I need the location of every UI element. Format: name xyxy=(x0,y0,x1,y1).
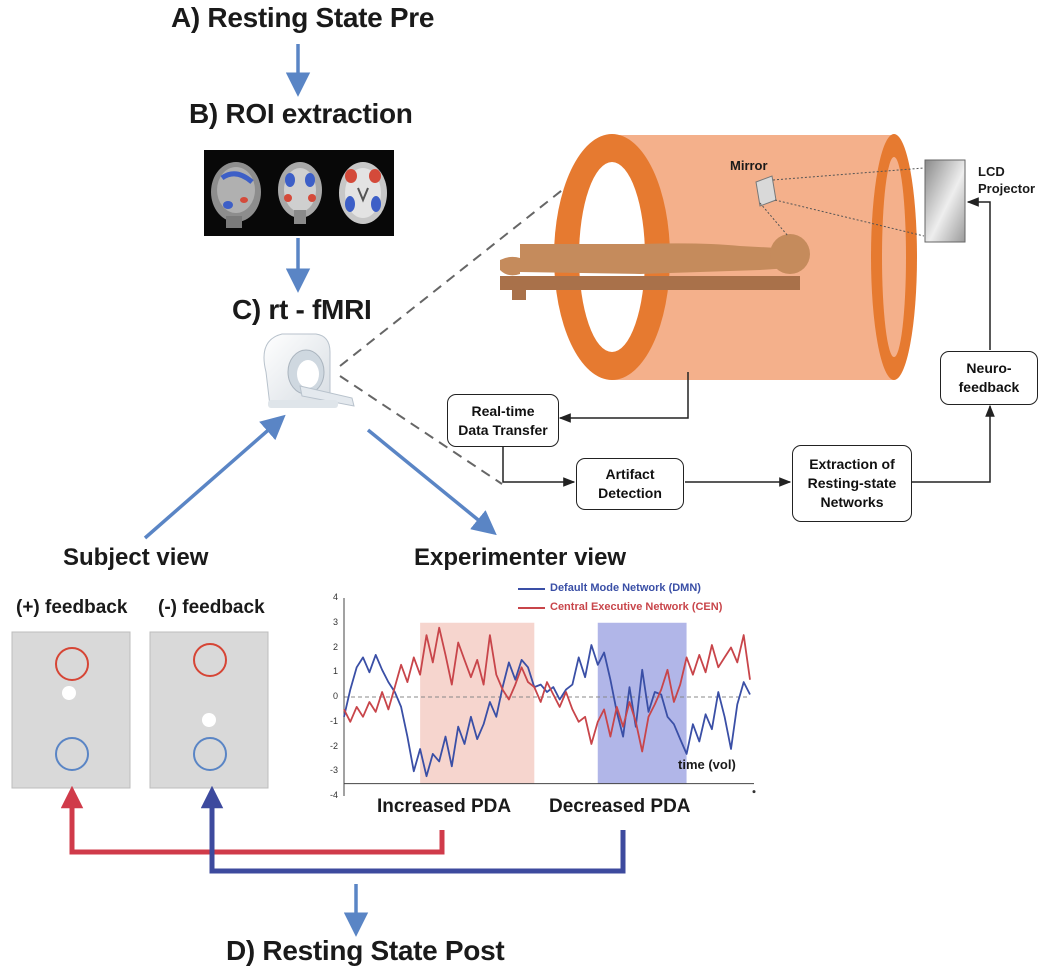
target-circle-red xyxy=(193,643,227,677)
positive-feedback-panel xyxy=(11,631,131,789)
connector-extraction-to-neuro xyxy=(912,404,995,483)
experimenter-chart xyxy=(343,588,756,796)
zoom-line-top xyxy=(339,171,586,367)
mirror-icon xyxy=(755,175,777,207)
pda-region-increased xyxy=(420,622,535,784)
mirror-label: Mirror xyxy=(730,158,768,173)
pda-label-increased: Increased PDA xyxy=(377,796,512,817)
y-tick-label: -2 xyxy=(330,740,339,751)
artifact-detection-box: Artifact Detection xyxy=(576,458,684,510)
coronal-brain-icon xyxy=(278,162,322,224)
y-tick-label: 2 xyxy=(333,641,339,652)
axial-brain-icon xyxy=(339,162,387,224)
connector-neuro-to-projector xyxy=(966,197,991,350)
feedback-line-decreased xyxy=(200,785,626,874)
step-c-label: C) rt - fMRI xyxy=(232,294,372,325)
sagittal-brain-icon xyxy=(211,162,261,228)
y-tick-label: -1 xyxy=(330,715,339,726)
roi-brain-images xyxy=(204,150,394,236)
pda-region-decreased xyxy=(597,622,687,784)
step-a-label: A) Resting State Pre xyxy=(171,2,435,33)
mri-scanner-icon xyxy=(263,333,355,408)
subject-view-label: Subject view xyxy=(63,544,209,571)
series-line-dmn xyxy=(343,644,751,778)
y-tick-label: -4 xyxy=(330,790,339,800)
lcd-projector-icon xyxy=(924,159,966,243)
arrow-subject-to-scanner xyxy=(143,414,286,540)
positive-feedback-label: (+) feedback xyxy=(16,597,128,618)
realtime-transfer-box: Real-time Data Transfer xyxy=(447,394,559,447)
y-tick-label: 4 xyxy=(333,592,339,602)
series-line-cen xyxy=(343,626,751,753)
legend-label-dmn: Default Mode Network (DMN) xyxy=(550,582,701,594)
network-extraction-box: Extraction of Resting-state Networks xyxy=(792,445,912,522)
y-tick-label: 1 xyxy=(333,666,339,677)
negative-feedback-label: (-) feedback xyxy=(158,597,265,618)
y-tick-label: 0 xyxy=(333,691,339,701)
y-tick-label: 3 xyxy=(333,616,339,627)
neurofeedback-box: Neuro- feedback xyxy=(940,351,1038,405)
feedback-dot xyxy=(62,686,76,700)
feedback-dot xyxy=(202,713,216,727)
legend-label-cen: Central Executive Network (CEN) xyxy=(550,601,723,613)
zoom-line-bottom xyxy=(339,375,503,485)
target-circle-red xyxy=(55,647,89,681)
negative-feedback-panel xyxy=(149,631,269,789)
x-axis-end-dot xyxy=(752,790,756,794)
target-circle-blue xyxy=(193,737,227,771)
scanner-illustration xyxy=(500,134,925,380)
connector-scanner-to-transfer xyxy=(558,372,689,423)
arrow-scanner-to-experimenter xyxy=(366,428,497,536)
projector-label: LCD Projector xyxy=(978,164,1036,196)
experimenter-view-label: Experimenter view xyxy=(414,544,627,571)
pda-label-decreased: Decreased PDA xyxy=(549,796,691,817)
step-b-label: B) ROI extraction xyxy=(189,98,413,129)
target-circle-blue xyxy=(55,737,89,771)
x-axis-label: time (vol) xyxy=(678,757,736,772)
connector-transfer-to-artifact xyxy=(502,447,576,487)
step-d-label: D) Resting State Post xyxy=(226,935,505,966)
y-tick-label: -3 xyxy=(330,765,339,776)
patient-figure xyxy=(500,234,810,300)
feedback-line-increased xyxy=(60,785,445,855)
